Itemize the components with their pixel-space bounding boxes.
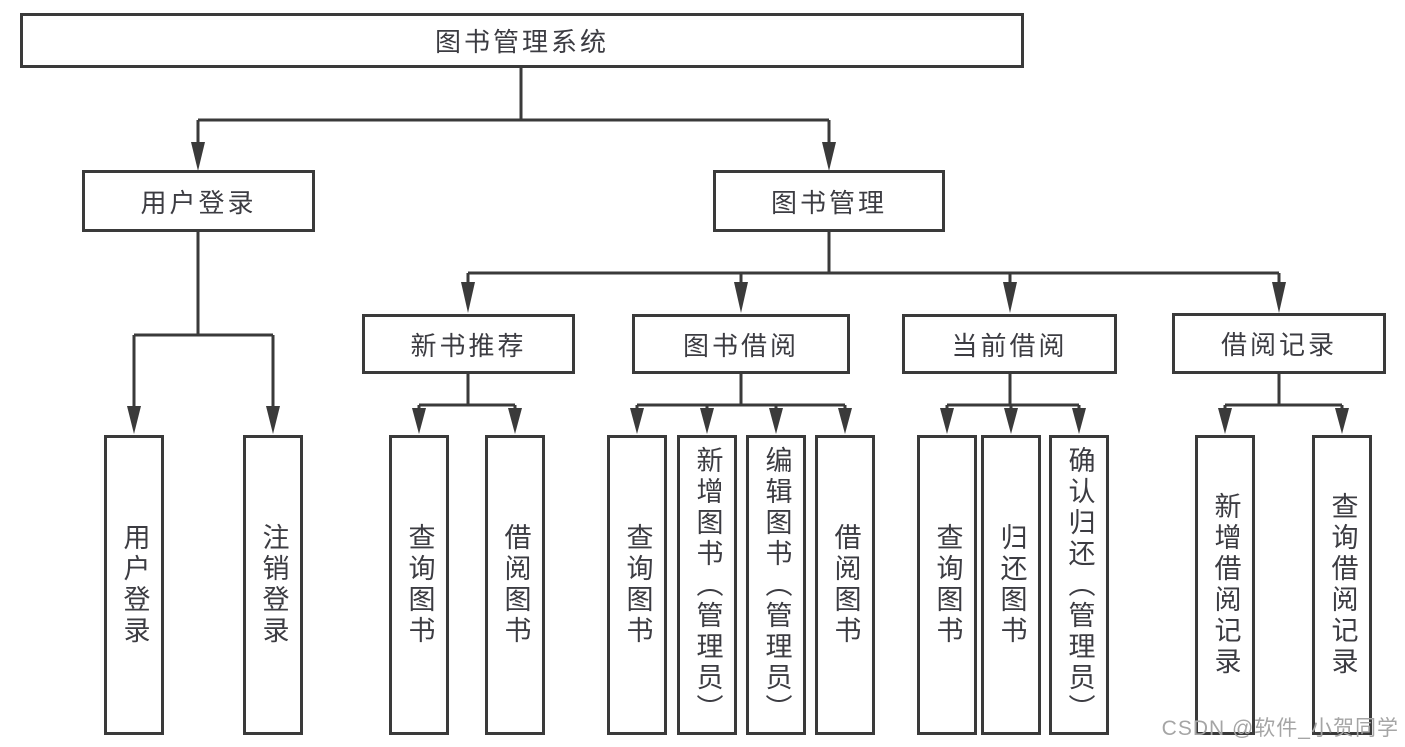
node-label: 用户登录 xyxy=(140,187,257,218)
leaf-user-login: 用户登录 xyxy=(104,435,164,735)
csdn-watermark: CSDN @软件_小贺同学 xyxy=(1161,717,1399,740)
leaf-logout: 注销登录 xyxy=(243,435,303,735)
leaf-label: 查询图书 xyxy=(622,523,653,647)
leaf-label: 归还图书 xyxy=(996,523,1027,647)
leaf-borrowing-borrow-books: 借阅图书 xyxy=(815,435,875,735)
node-label: 当前借阅 xyxy=(951,330,1068,361)
leaf-label: 用户登录 xyxy=(119,523,150,647)
node-root-label: 图书管理系统 xyxy=(434,27,609,57)
leaf-newbook-query-books: 查询图书 xyxy=(389,435,449,735)
node-borrowing-records: 借阅记录 xyxy=(1172,313,1386,374)
leaf-label: 查询借阅记录 xyxy=(1327,492,1358,678)
leaf-borrowing-edit-books-admin: 编辑图书（管理员） xyxy=(746,435,806,735)
connector-userlogin-to-leaves xyxy=(127,232,280,434)
leaf-label: 查询图书 xyxy=(932,523,963,647)
leaf-label: 借阅图书 xyxy=(830,523,861,647)
node-label: 图书管理 xyxy=(770,187,887,218)
connector-currentborrow-to-leaves xyxy=(940,374,1086,434)
connector-root-to-level2 xyxy=(191,68,836,171)
leaf-label: 借阅图书 xyxy=(500,523,531,647)
node-book-management-branch: 图书管理 xyxy=(713,170,945,232)
node-user-login-branch: 用户登录 xyxy=(82,170,315,232)
leaf-label: 新增借阅记录 xyxy=(1210,492,1241,678)
connector-bookborrow-to-leaves xyxy=(630,374,852,434)
connector-bookmgmt-to-level3 xyxy=(461,232,1286,313)
leaf-current-query-books: 查询图书 xyxy=(917,435,977,735)
leaf-current-return-books: 归还图书 xyxy=(981,435,1041,735)
node-new-book-recommend: 新书推荐 xyxy=(362,314,575,374)
leaf-label: 查询图书 xyxy=(404,523,435,647)
node-current-borrowing: 当前借阅 xyxy=(902,314,1117,374)
leaf-label: 确认归还（管理员） xyxy=(1064,445,1095,725)
leaf-borrowing-add-books-admin: 新增图书（管理员） xyxy=(677,435,737,735)
connector-borrowrecord-to-leaves xyxy=(1218,374,1349,434)
node-label: 图书借阅 xyxy=(682,330,799,361)
leaf-label: 编辑图书（管理员） xyxy=(761,445,792,725)
leaf-current-confirm-return-admin: 确认归还（管理员） xyxy=(1049,435,1109,735)
leaf-borrowing-query-books: 查询图书 xyxy=(607,435,667,735)
leaf-label: 新增图书（管理员） xyxy=(692,445,723,725)
leaf-newbook-borrow-books: 借阅图书 xyxy=(485,435,545,735)
node-book-borrowing: 图书借阅 xyxy=(632,314,850,374)
node-label: 新书推荐 xyxy=(410,330,527,361)
connector-newbook-to-leaves xyxy=(412,374,522,434)
node-label: 借阅记录 xyxy=(1220,330,1337,360)
leaf-record-add-borrow-record: 新增借阅记录 xyxy=(1195,435,1255,735)
leaf-label: 注销登录 xyxy=(258,523,289,647)
node-root-library-system: 图书管理系统 xyxy=(20,13,1024,68)
leaf-record-query-borrow-record: 查询借阅记录 xyxy=(1312,435,1372,735)
